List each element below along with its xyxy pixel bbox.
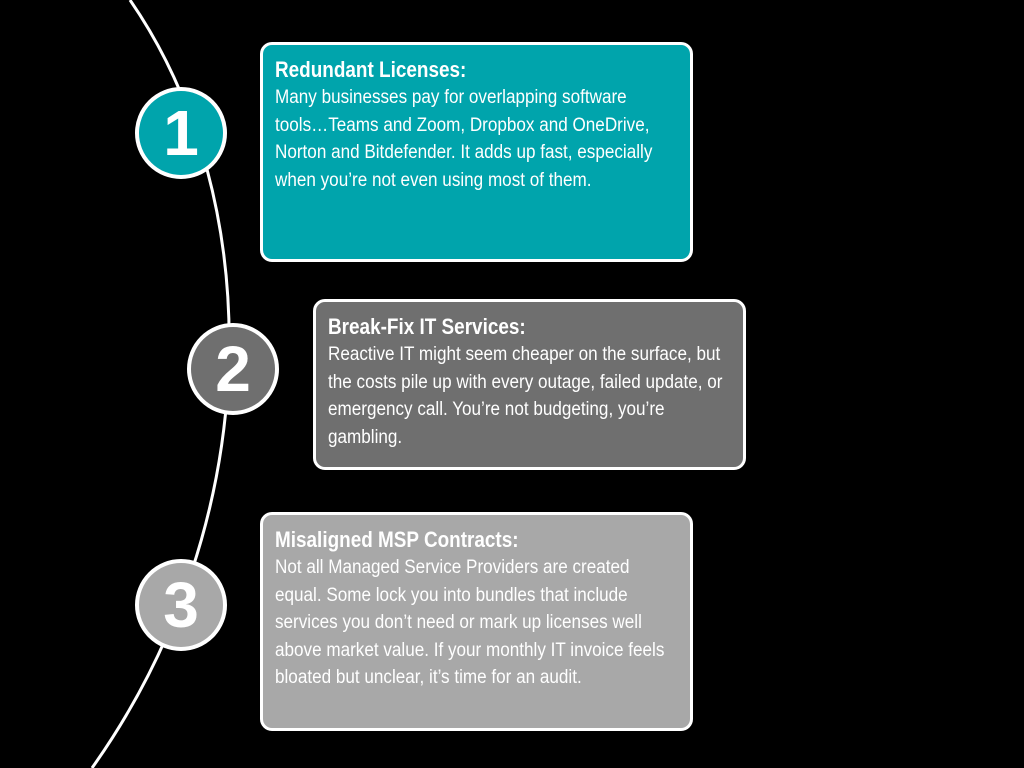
step-1-number-badge: 1 xyxy=(135,87,227,179)
step-2-card: Break-Fix IT Services: Reactive IT might… xyxy=(313,299,746,470)
step-2-title: Break-Fix IT Services: xyxy=(328,314,526,339)
step-3-card: Misaligned MSP Contracts: Not all Manage… xyxy=(260,512,693,731)
step-3-title: Misaligned MSP Contracts: xyxy=(275,527,519,552)
step-1-body: Many businesses pay for overlapping soft… xyxy=(275,87,653,191)
step-3-body: Not all Managed Service Providers are cr… xyxy=(275,557,665,688)
step-1-card: Redundant Licenses: Many businesses pay … xyxy=(260,42,693,262)
step-1-title: Redundant Licenses: xyxy=(275,57,467,82)
step-3-number-badge: 3 xyxy=(135,559,227,651)
step-2-body: Reactive IT might seem cheaper on the su… xyxy=(328,344,723,448)
step-2-number-badge: 2 xyxy=(187,323,279,415)
